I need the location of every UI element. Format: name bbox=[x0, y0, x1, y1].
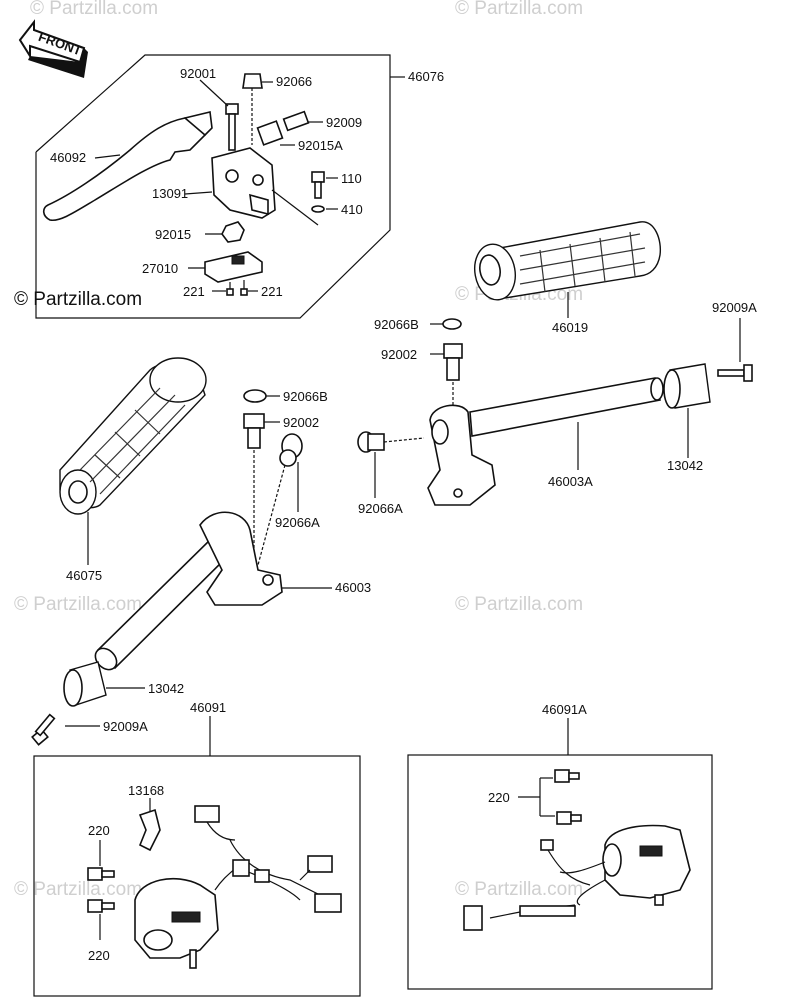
nut-92015 bbox=[221, 221, 245, 243]
screw-220-right-lower bbox=[556, 811, 582, 825]
brake-switch-27010 bbox=[204, 251, 263, 296]
label-92066A-left: 92066A bbox=[275, 515, 320, 530]
bolt-92001 bbox=[225, 103, 239, 151]
label-92066B-right: 92066B bbox=[374, 317, 419, 332]
brake-lever bbox=[42, 111, 213, 222]
label-13042-right: 13042 bbox=[667, 458, 703, 473]
label-92009A-right: 92009A bbox=[712, 300, 757, 315]
plug-92066A-left bbox=[279, 433, 303, 467]
label-46075: 46075 bbox=[66, 568, 102, 583]
label-92009: 92009 bbox=[326, 115, 362, 130]
cap-92066B-right bbox=[442, 318, 462, 330]
clip-13168 bbox=[138, 808, 161, 852]
label-92002-left: 92002 bbox=[283, 415, 319, 430]
watermark-top-left: © Partzilla.com bbox=[30, 0, 158, 19]
screw-92009A-right bbox=[717, 364, 753, 382]
label-220-right: 220 bbox=[488, 790, 510, 805]
watermark-right: © Partzilla.com bbox=[455, 594, 583, 615]
left-switch-connector-top bbox=[194, 805, 236, 841]
label-92009A-left: 92009A bbox=[103, 719, 148, 734]
label-46076: 46076 bbox=[408, 69, 444, 84]
label-410: 410 bbox=[341, 202, 363, 217]
plug-92066A-right bbox=[357, 431, 385, 453]
label-110: 110 bbox=[341, 171, 362, 186]
watermark-left-dark: © Partzilla.com bbox=[14, 289, 142, 310]
cap-92066 bbox=[242, 73, 263, 145]
left-handlebar-46003 bbox=[94, 511, 283, 671]
label-13042-left: 13042 bbox=[148, 681, 184, 696]
label-92015: 92015 bbox=[155, 227, 191, 242]
screw-92009 bbox=[256, 110, 310, 146]
left-switch-box bbox=[33, 755, 361, 997]
cap-92066B-left bbox=[243, 389, 267, 403]
left-switch-housing bbox=[134, 839, 321, 969]
label-92001: 92001 bbox=[180, 66, 216, 81]
label-221-right: 221 bbox=[261, 284, 283, 299]
label-46003A: 46003A bbox=[548, 474, 593, 489]
screw-220-left-lower bbox=[87, 899, 115, 913]
label-221-left: 221 bbox=[183, 284, 205, 299]
screw-110 bbox=[311, 171, 325, 213]
screw-220-right-upper bbox=[554, 769, 580, 783]
label-46092: 46092 bbox=[50, 150, 86, 165]
bar-end-13042-right bbox=[663, 363, 711, 409]
bolt-92002-left bbox=[243, 413, 265, 449]
lever-holder bbox=[211, 147, 319, 226]
label-13091: 13091 bbox=[152, 186, 188, 201]
label-27010: 27010 bbox=[142, 261, 178, 276]
label-220-lower: 220 bbox=[88, 948, 110, 963]
right-switch-housing bbox=[463, 824, 691, 931]
front-arrow-icon: FRONT bbox=[18, 19, 88, 78]
label-46091A: 46091A bbox=[542, 702, 587, 717]
screw-92009A-left bbox=[31, 713, 56, 746]
label-13168: 13168 bbox=[128, 783, 164, 798]
label-92066A-right: 92066A bbox=[358, 501, 403, 516]
label-92002-right: 92002 bbox=[381, 347, 417, 362]
lever-assembly-box bbox=[35, 54, 391, 319]
left-grip-46075 bbox=[59, 357, 207, 515]
right-handlebar-46003A bbox=[427, 377, 664, 506]
label-92015A: 92015A bbox=[298, 138, 343, 153]
right-switch-box bbox=[407, 754, 713, 990]
label-92066: 92066 bbox=[276, 74, 312, 89]
watermark-bottom-right: © Partzilla.com bbox=[455, 879, 583, 900]
bolt-92002-right bbox=[443, 343, 463, 381]
bar-end-13042-left bbox=[63, 661, 107, 707]
screw-220-left-upper bbox=[87, 867, 115, 881]
watermark-left: © Partzilla.com bbox=[14, 594, 142, 615]
right-grip-46019 bbox=[474, 221, 662, 301]
left-switch-connector-mid bbox=[299, 855, 342, 913]
label-46019: 46019 bbox=[552, 320, 588, 335]
label-92066B-left: 92066B bbox=[283, 389, 328, 404]
label-46091: 46091 bbox=[190, 700, 226, 715]
watermark-bottom-left: © Partzilla.com bbox=[14, 879, 142, 900]
label-220-upper: 220 bbox=[88, 823, 110, 838]
watermark-top: © Partzilla.com bbox=[455, 0, 583, 19]
label-46003: 46003 bbox=[335, 580, 371, 595]
